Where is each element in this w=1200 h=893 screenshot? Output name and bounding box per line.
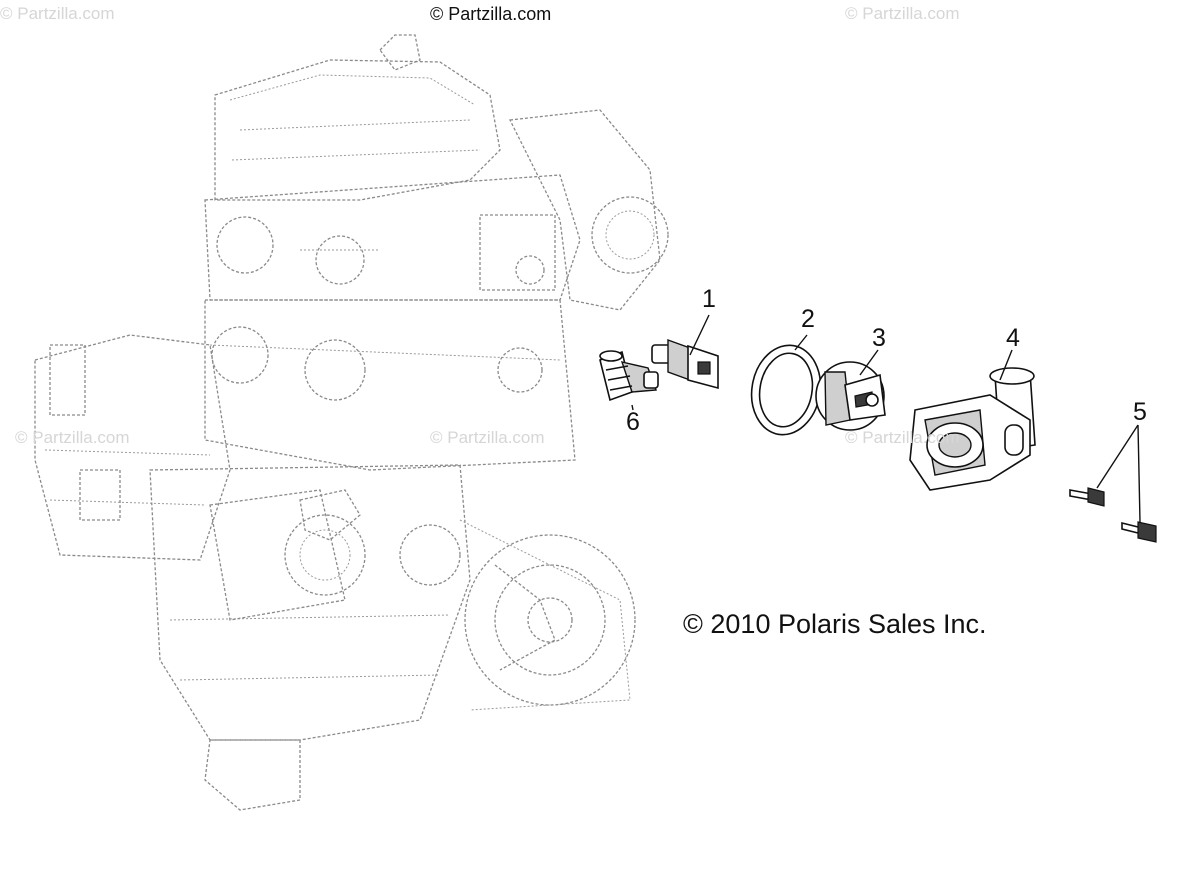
watermark-mid-right: © Partzilla.com bbox=[845, 428, 960, 447]
part-1-temp-sensor[interactable] bbox=[651, 339, 719, 390]
part-2-o-ring[interactable] bbox=[745, 340, 828, 440]
part-6-fitting[interactable] bbox=[599, 350, 659, 402]
watermark-mid-center: © Partzilla.com bbox=[430, 428, 545, 447]
engine-ghost bbox=[34, 34, 669, 811]
part-4-thermostat-housing[interactable] bbox=[909, 367, 1036, 491]
callout-6[interactable]: 6 bbox=[626, 408, 640, 436]
leader-5b bbox=[1137, 424, 1141, 523]
leader-lines bbox=[631, 314, 1141, 523]
leader-5a bbox=[1096, 424, 1139, 489]
watermark-top-center: © Partzilla.com bbox=[430, 4, 552, 24]
watermark-mid-left: © Partzilla.com bbox=[15, 428, 130, 447]
callout-5[interactable]: 5 bbox=[1133, 398, 1147, 426]
copyright-notice: © 2010 Polaris Sales Inc. bbox=[683, 609, 987, 639]
leader-4 bbox=[999, 349, 1013, 381]
part-3-thermostat[interactable] bbox=[815, 361, 886, 431]
callout-4[interactable]: 4 bbox=[1006, 324, 1020, 352]
watermark-top-left: © Partzilla.com bbox=[0, 4, 115, 23]
callout-2[interactable]: 2 bbox=[801, 305, 815, 333]
part-5-bolts[interactable] bbox=[1069, 487, 1157, 543]
callout-3[interactable]: 3 bbox=[872, 324, 886, 352]
leader-2 bbox=[794, 334, 808, 351]
watermark-top-right: © Partzilla.com bbox=[845, 4, 960, 23]
leader-3 bbox=[859, 349, 879, 376]
leader-1 bbox=[689, 314, 710, 356]
callout-1[interactable]: 1 bbox=[702, 285, 716, 313]
leader-6 bbox=[631, 404, 634, 411]
